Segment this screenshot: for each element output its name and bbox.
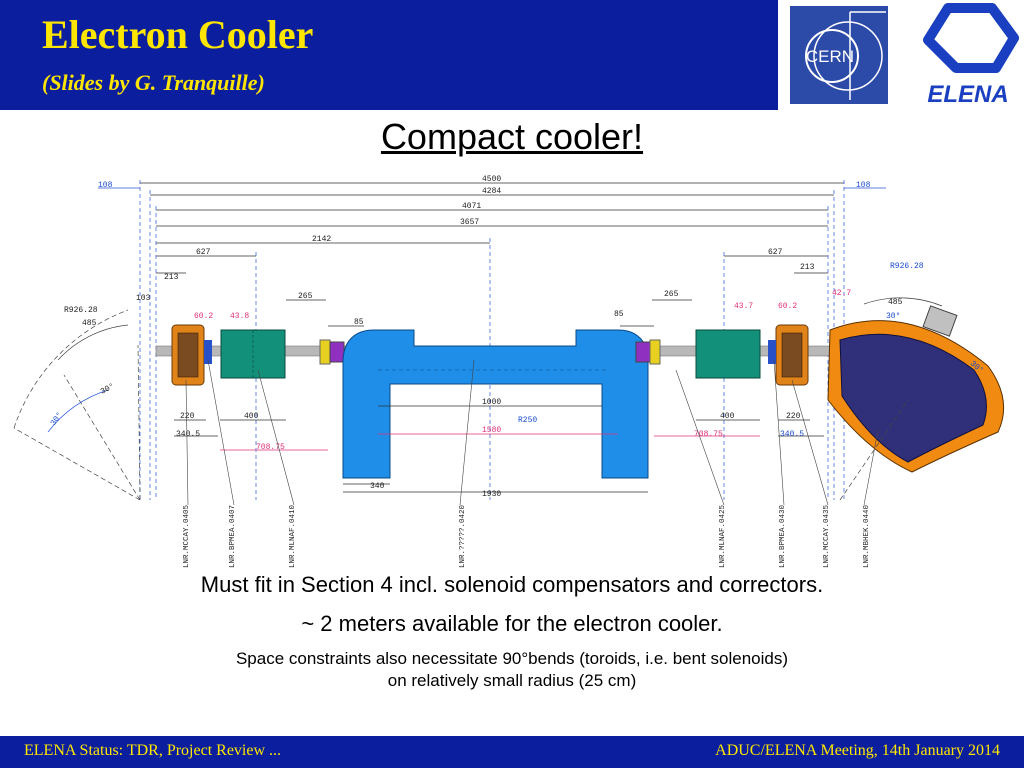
- dim-4071: 4071: [462, 202, 481, 211]
- label-0435: LNR.MCCAY.0435: [823, 504, 831, 568]
- dim-340: 340: [370, 482, 385, 491]
- label-0407: LNR.BPMEA.0407: [229, 505, 237, 568]
- slide-heading: Compact cooler!: [380, 116, 644, 157]
- dim-400-left: 400: [244, 412, 259, 421]
- label-0430: LNR.BPMEA.0430: [779, 504, 787, 568]
- dim-1930: 1930: [482, 490, 501, 499]
- dim-60-2: 60.2: [194, 312, 213, 321]
- dim-42-7: 42.7: [832, 289, 851, 298]
- dim-60-2-right: 60.2: [778, 302, 797, 311]
- arc-30-left-b: 30°: [49, 411, 65, 428]
- dim-85-left: 85: [354, 318, 364, 327]
- cern-logo-text: CERN: [806, 47, 854, 66]
- dim-627-right: 627: [768, 248, 783, 257]
- text-2-meters: ~ 2 meters available for the electron co…: [301, 611, 723, 636]
- dim-85-right: 85: [614, 310, 624, 319]
- label-0425: LNR.MLNAF.0425: [719, 504, 727, 568]
- footer-bar: [0, 736, 1024, 768]
- dim-1580: 1580: [482, 426, 501, 435]
- cooler-drawing: 108 108 4500 4284 4071 3657 2142 627 627…: [13, 175, 1005, 568]
- dim-108-left: 108: [98, 181, 113, 190]
- dim-103: 103: [136, 294, 151, 303]
- arc-485-left: 485: [82, 319, 97, 328]
- elena-logo-text: ELENA: [927, 81, 1008, 106]
- label-0440: LNR.MBHEK.0440: [863, 504, 871, 568]
- dim-4284: 4284: [482, 187, 501, 196]
- label-0410: LNR.MLNAF.0410: [289, 504, 297, 568]
- dim-43-7: 43.7: [734, 302, 753, 311]
- arc-485-right: 485: [888, 298, 903, 307]
- cern-logo: CERN: [790, 6, 888, 104]
- dim-r250: R250: [518, 416, 537, 425]
- footer-left: ELENA Status: TDR, Project Review ...: [24, 742, 282, 759]
- dim-220-left: 220: [180, 412, 195, 421]
- dim-4500: 4500: [482, 175, 501, 184]
- arc-r926-left: R926.28: [64, 306, 98, 315]
- dim-3657: 3657: [460, 218, 479, 227]
- arc-30-left-a: 30°: [99, 382, 116, 397]
- dim-108-right: 108: [856, 181, 871, 190]
- dim-627-left: 627: [196, 248, 211, 257]
- dim-265-right: 265: [664, 290, 679, 299]
- dim-213-left: 213: [164, 273, 179, 282]
- dim-400-right: 400: [720, 412, 735, 421]
- dim-265-left: 265: [298, 292, 313, 301]
- arc-r926-right: R926.28: [890, 262, 924, 271]
- text-space-constraints-line2: on relatively small radius (25 cm): [387, 671, 637, 690]
- dim-708-75-right: 708.75: [694, 430, 723, 439]
- dim-340-5-right: 340.5: [780, 430, 804, 439]
- slide-title: Electron Cooler: [42, 12, 314, 57]
- label-0405: LNR.MCCAY.0405: [183, 504, 191, 568]
- logo-panel: CERN ELENA: [778, 0, 1024, 110]
- dim-340-5-left: 340.5: [176, 430, 200, 439]
- footer-right: ADUC/ELENA Meeting, 14th January 2014: [715, 742, 1000, 759]
- dim-2142: 2142: [312, 235, 331, 244]
- dim-213-right: 213: [800, 263, 815, 272]
- arc-30-right-a: 30°: [886, 312, 900, 321]
- text-space-constraints-line1: Space constraints also necessitate 90°be…: [235, 649, 789, 668]
- elena-logo: ELENA: [923, 3, 1019, 106]
- dim-708-75-left: 708.75: [256, 443, 285, 452]
- text-section4: Must fit in Section 4 incl. solenoid com…: [200, 572, 824, 597]
- dim-1000: 1000: [482, 398, 501, 407]
- dim-220-right: 220: [786, 412, 801, 421]
- dim-43-8: 43.8: [230, 312, 249, 321]
- slide-subtitle: (Slides by G. Tranquille): [42, 70, 265, 95]
- label-0420: LNR.?????.0420: [459, 504, 467, 568]
- text-space-constraints: Space constraints also necessitate 90°be…: [0, 648, 1024, 692]
